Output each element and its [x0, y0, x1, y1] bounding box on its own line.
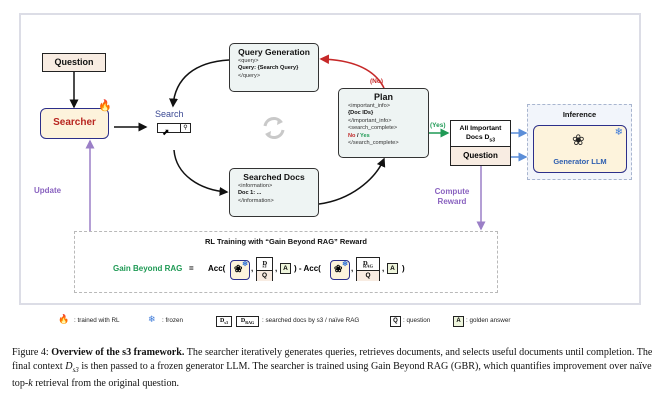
final-context-stack: All Important Docs Ds3 Question [450, 120, 511, 166]
docs-line: Doc 1: ... [238, 190, 262, 197]
qgen-line: </query> [238, 72, 261, 79]
legend-a-desc: : golden answer [466, 317, 511, 324]
equals-sign: = [189, 264, 194, 273]
flame-icon: 🔥 [98, 100, 112, 112]
generator-llm-box: ❀ ❄ Generator LLM [533, 125, 627, 173]
legend-ds3-box: Ds3 [216, 316, 232, 327]
legend-drag-box: DRAG [236, 316, 259, 327]
mini-generator-icon: ❄❀ [230, 260, 250, 280]
stack-question: Question [451, 147, 510, 165]
legend-trained: : trained with RL [74, 317, 120, 324]
all-important-docs: All Important Docs Ds3 [451, 121, 510, 147]
legend-a-box: A [453, 316, 464, 327]
plan-line: <search_complete> [348, 125, 398, 132]
plan-line: {Doc IDs} [348, 110, 374, 117]
rl-training-title: RL Training with “Gain Beyond RAG” Rewar… [205, 237, 367, 246]
openai-logo-icon: ❀ [572, 132, 585, 149]
yes-label: (Yes) [430, 122, 446, 129]
searcher-box: Searcher [40, 108, 109, 139]
gbr-label: Gain Beyond RAG [113, 264, 183, 273]
searched-docs-title: Searched Docs [243, 172, 305, 182]
mini-generator-icon: ❄❀ [330, 260, 350, 280]
legend-flame-icon: 🔥 [58, 314, 70, 324]
answer-box: A [387, 263, 398, 274]
search-bar-icon: ⚲ [157, 123, 191, 133]
legend-snowflake-icon: ❄ [148, 314, 156, 324]
comma: , [382, 264, 385, 273]
searcher-label: Searcher [53, 117, 96, 128]
arrow-search-to-docs [173, 149, 229, 196]
minus-acc: ) - Acc( [294, 264, 321, 273]
comma: , [275, 264, 278, 273]
docs-line: </information> [238, 197, 274, 204]
plan-card: Plan <important_info> {Doc IDs} </import… [338, 88, 429, 158]
snowflake-icon: ❄ [614, 127, 623, 138]
legend-docs-desc: : searched docs by s3 / naïve RAG [262, 317, 360, 324]
plan-line: <important_info> [348, 103, 390, 109]
acc-close: ) [402, 264, 405, 273]
caption-math-sub: s3 [72, 365, 79, 374]
rl-training-panel: RL Training with “Gain Beyond RAG” Rewar… [74, 231, 498, 293]
inference-title: Inference [562, 110, 597, 119]
arrow-docs-to-plan [318, 157, 386, 205]
no-label: (No) [370, 78, 383, 85]
caption-title: Overview of the s3 framework. [51, 347, 185, 358]
update-label: Update [34, 186, 62, 195]
caption-math: D [65, 360, 73, 372]
acc-open-1: Acc( [208, 264, 226, 273]
arrow-querygen-to-search [169, 59, 230, 108]
generator-llm-label: Generator LLM [553, 157, 607, 166]
qgen-line: Query: {Search Query} [238, 65, 299, 72]
question-box: Question [42, 53, 106, 72]
searched-docs-card: Searched Docs <information> Doc 1: ... <… [229, 168, 319, 217]
caption-label: Figure 4: [12, 347, 49, 358]
query-generation-title: Query Generation [238, 47, 310, 57]
answer-box: A [280, 263, 291, 274]
arrow-plan-no-to-querygen [319, 54, 385, 89]
docs-line: <information> [238, 183, 273, 189]
magnifier-icon: ⚲ [180, 124, 190, 132]
legend-q-desc: : question [403, 317, 431, 324]
plan-title: Plan [373, 92, 393, 102]
comma: , [251, 264, 254, 273]
cursor-icon: ⬈ [162, 127, 170, 137]
caption-text: The searcher iteratively generates queri… [12, 347, 653, 372]
plan-line: </important_info> [348, 117, 392, 124]
plan-line: </search_complete> [348, 140, 399, 147]
legend-q-box: Q [390, 316, 401, 327]
plan-decision: No / Yes [348, 132, 370, 139]
comma: , [351, 264, 354, 273]
caption-text: retrieval from the original question. [32, 378, 180, 390]
search-label: Search [155, 109, 184, 119]
legend-frozen: : frozen [162, 317, 183, 324]
qgen-line: <query> [238, 58, 259, 64]
figure-caption: Figure 4: Overview of the s3 framework. … [12, 346, 654, 391]
query-generation-card: Query Generation <query> Query: {Search … [229, 43, 319, 92]
inference-panel: Inference ❀ ❄ Generator LLM [527, 104, 632, 180]
refresh-icon [263, 117, 285, 139]
caption-text: is then passed to a frozen generator LLM… [12, 360, 652, 390]
caption-k: k [28, 378, 33, 390]
